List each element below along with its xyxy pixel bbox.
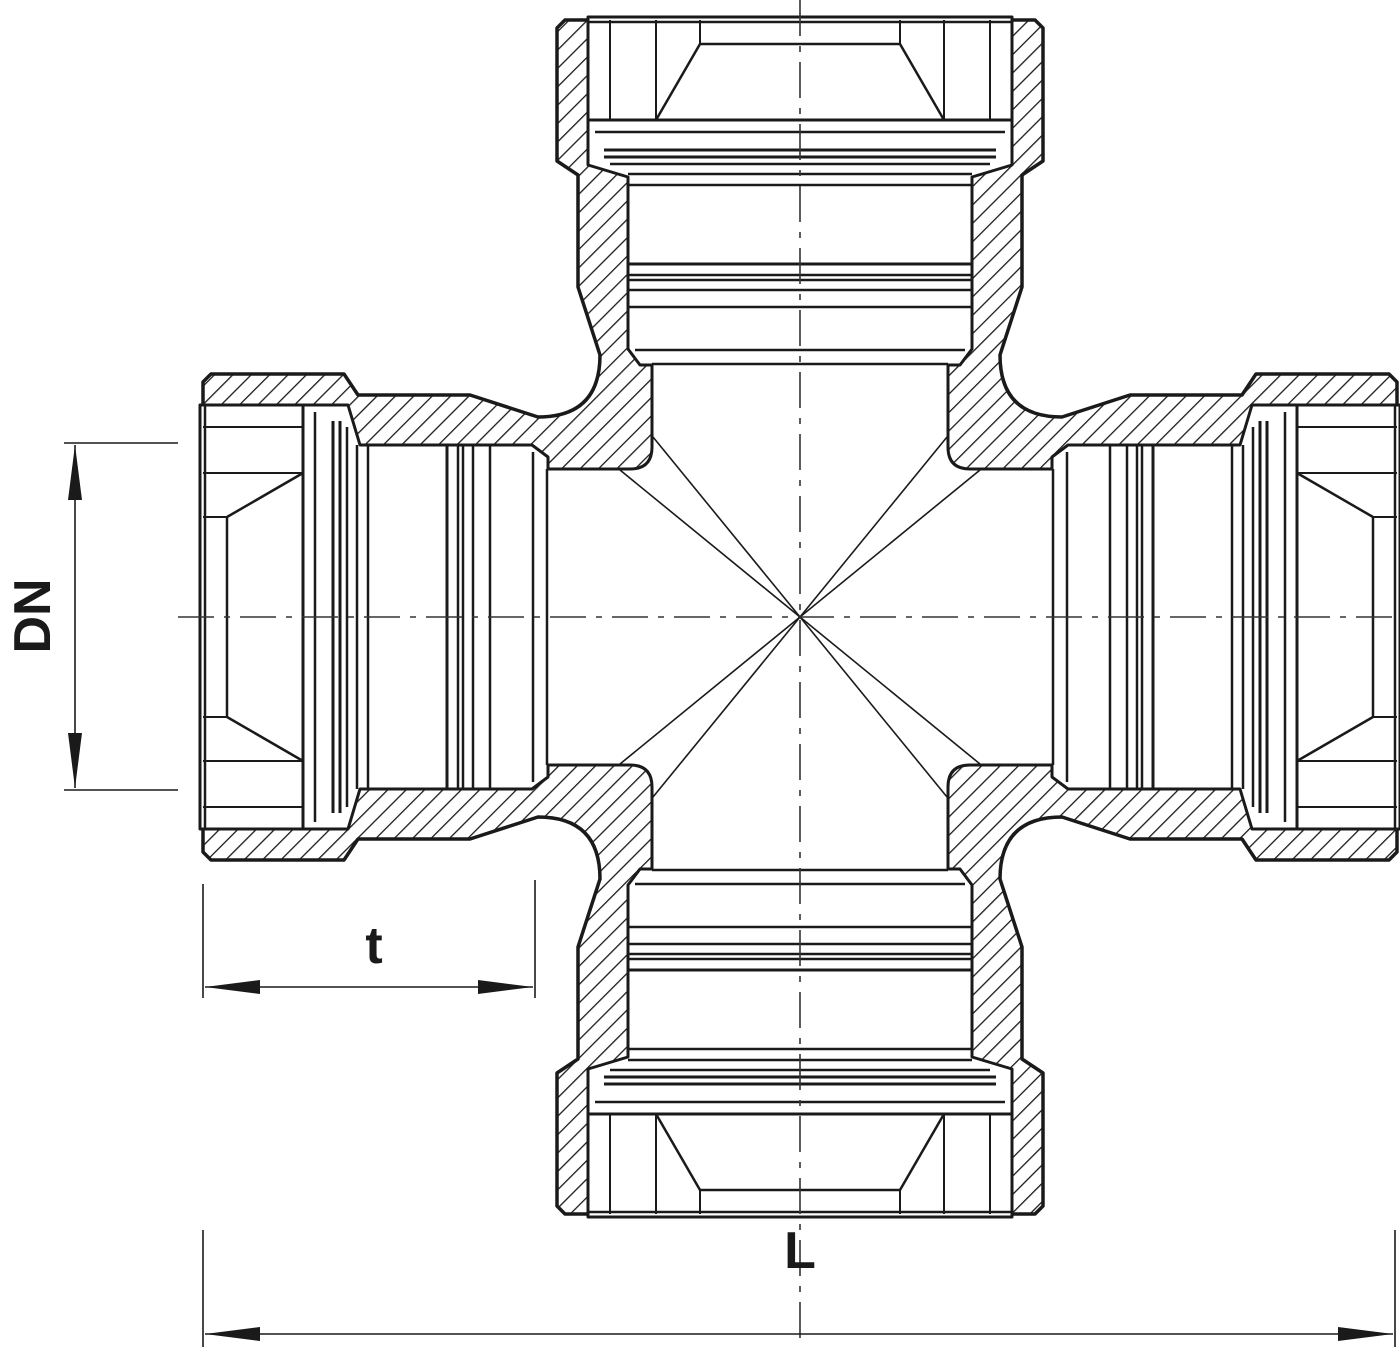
bore-intersection-line <box>652 616 801 798</box>
entry-cone-line <box>654 1113 702 1191</box>
bore-intersection-line <box>799 616 948 798</box>
entry-cone-line <box>898 1113 946 1191</box>
bore-intersection-line <box>619 616 801 765</box>
bore-intersection-line <box>799 469 981 618</box>
entry-cone-line <box>1296 471 1374 519</box>
l-label: L <box>784 1222 816 1280</box>
entry-cone-line <box>898 43 946 121</box>
bore-intersection-line <box>799 616 981 765</box>
dn-arrow-top-icon <box>68 445 82 500</box>
bore-intersection-line <box>652 436 801 618</box>
entry-cone-line <box>226 715 304 763</box>
l-dimension <box>202 1230 1396 1347</box>
t-label: t <box>365 917 382 975</box>
dn-arrow-bottom-icon <box>68 733 82 788</box>
dn-dimension <box>64 442 178 791</box>
dn-label: DN <box>4 578 62 653</box>
entry-cone-line <box>1296 715 1374 763</box>
centerlines <box>178 0 1400 1347</box>
entry-cone-line <box>654 43 702 121</box>
entry-cone-line <box>226 471 304 519</box>
t-arrow-left-icon <box>205 980 260 994</box>
l-arrow-left-icon <box>205 1327 260 1341</box>
bore-intersection-line <box>619 469 801 618</box>
l-arrow-right-icon <box>1338 1327 1393 1341</box>
bore-intersection-line <box>799 436 948 618</box>
t-arrow-right-icon <box>478 980 533 994</box>
t-dimension <box>202 880 536 998</box>
